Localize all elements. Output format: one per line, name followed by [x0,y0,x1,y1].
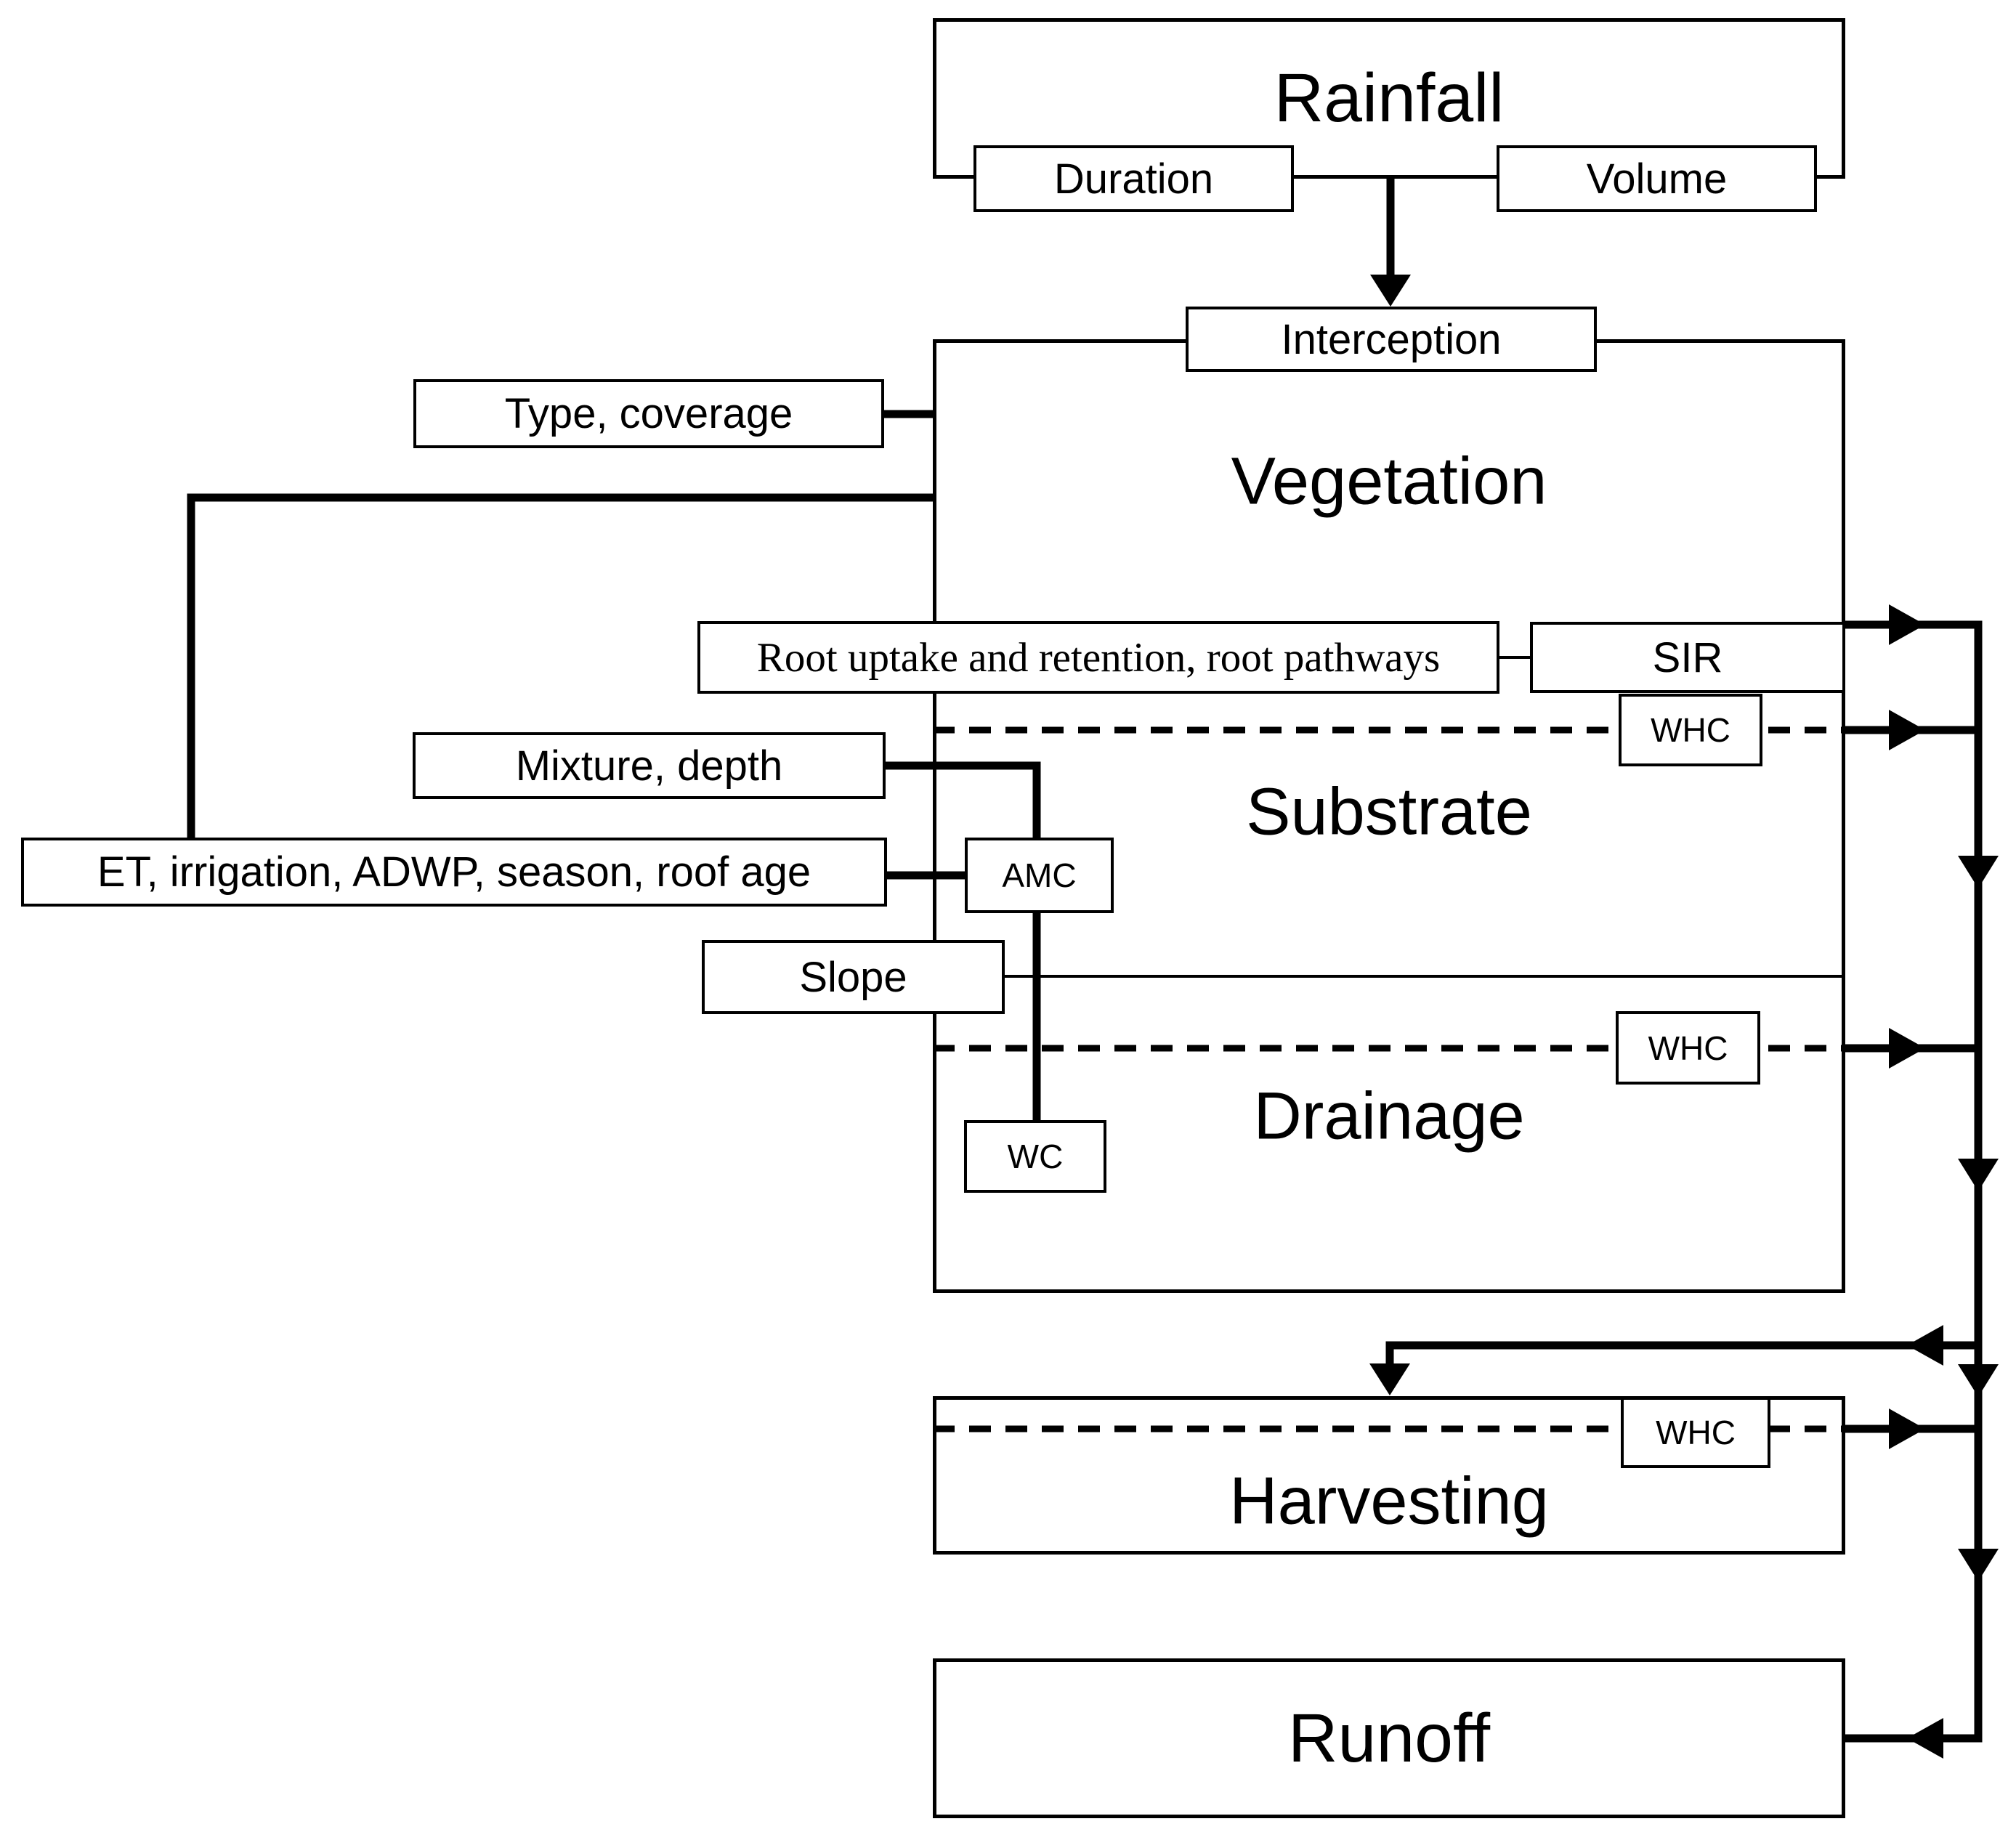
sir-box: SIR [1530,622,1845,693]
amc-label: AMC [1002,856,1077,894]
whc-substrate-box: WHC [1619,694,1762,766]
down-arrowhead-2-icon [1958,1159,1999,1191]
et-factors-box: ET, irrigation, ADWP, season, roof age [21,838,887,907]
substrate-label: Substrate [1246,774,1532,849]
down-arrowhead-3-icon [1958,1364,1999,1397]
mixture-depth-label: Mixture, depth [515,742,783,790]
mixture-depth-box: Mixture, depth [413,732,886,799]
whc-harvesting-box: WHC [1621,1397,1770,1468]
interception-label: Interception [1281,315,1502,363]
harvesting-entry-arrowhead-icon [1369,1363,1410,1395]
wc-box: WC [964,1120,1106,1193]
harvesting-whc-arrowhead-icon [1889,1409,1925,1449]
slope-label: Slope [799,953,907,1001]
substrate-whc-arrowhead-icon [1889,710,1925,750]
vegetation-substrate-drainage-box: Vegetation Substrate Drainage [933,339,1845,1293]
type-coverage-box: Type, coverage [413,379,884,448]
whc-harvesting-label: WHC [1656,1414,1736,1451]
down-arrowhead-1-icon [1958,856,1999,888]
type-coverage-label: Type, coverage [504,390,793,437]
volume-box: Volume [1497,145,1817,212]
harvesting-label: Harvesting [1229,1464,1549,1539]
amc-box: AMC [965,838,1114,913]
et-to-vegetation-connector [187,493,933,838]
sir-output-arrowhead-icon [1889,604,1925,645]
vegetation-label: Vegetation [1231,444,1547,519]
mixture-depth-to-amc-connector [886,761,1041,838]
root-uptake-box: Root uptake and retention, root pathways [697,621,1499,694]
drainage-whc-arrowhead-icon [1889,1028,1925,1069]
duration-box: Duration [973,145,1294,212]
et-factors-label: ET, irrigation, ADWP, season, roof age [97,848,811,896]
duration-label: Duration [1053,155,1214,203]
main-flow-line [1845,620,1983,1743]
wc-label: WC [1007,1138,1064,1175]
whc-drainage-label: WHC [1648,1029,1728,1067]
rainfall-label: Rainfall [1274,60,1505,137]
sir-label: SIR [1652,633,1723,681]
whc-substrate-label: WHC [1651,711,1730,749]
flow-to-harvesting-connector [1385,1341,1978,1369]
runoff-label: Runoff [1287,1699,1491,1777]
tee-left-arrowhead-icon [1907,1325,1943,1366]
interception-box: Interception [1186,307,1597,372]
whc-drainage-box: WHC [1616,1011,1760,1085]
drainage-label: Drainage [1253,1079,1525,1154]
volume-label: Volume [1586,155,1728,203]
root-uptake-label: Root uptake and retention, root pathways [756,634,1441,681]
runoff-box: Runoff [933,1658,1845,1818]
interception-arrowhead-icon [1370,275,1411,307]
runoff-entry-arrowhead-icon [1907,1718,1943,1759]
down-arrowhead-4-icon [1958,1549,1999,1581]
slope-box: Slope [702,940,1005,1014]
